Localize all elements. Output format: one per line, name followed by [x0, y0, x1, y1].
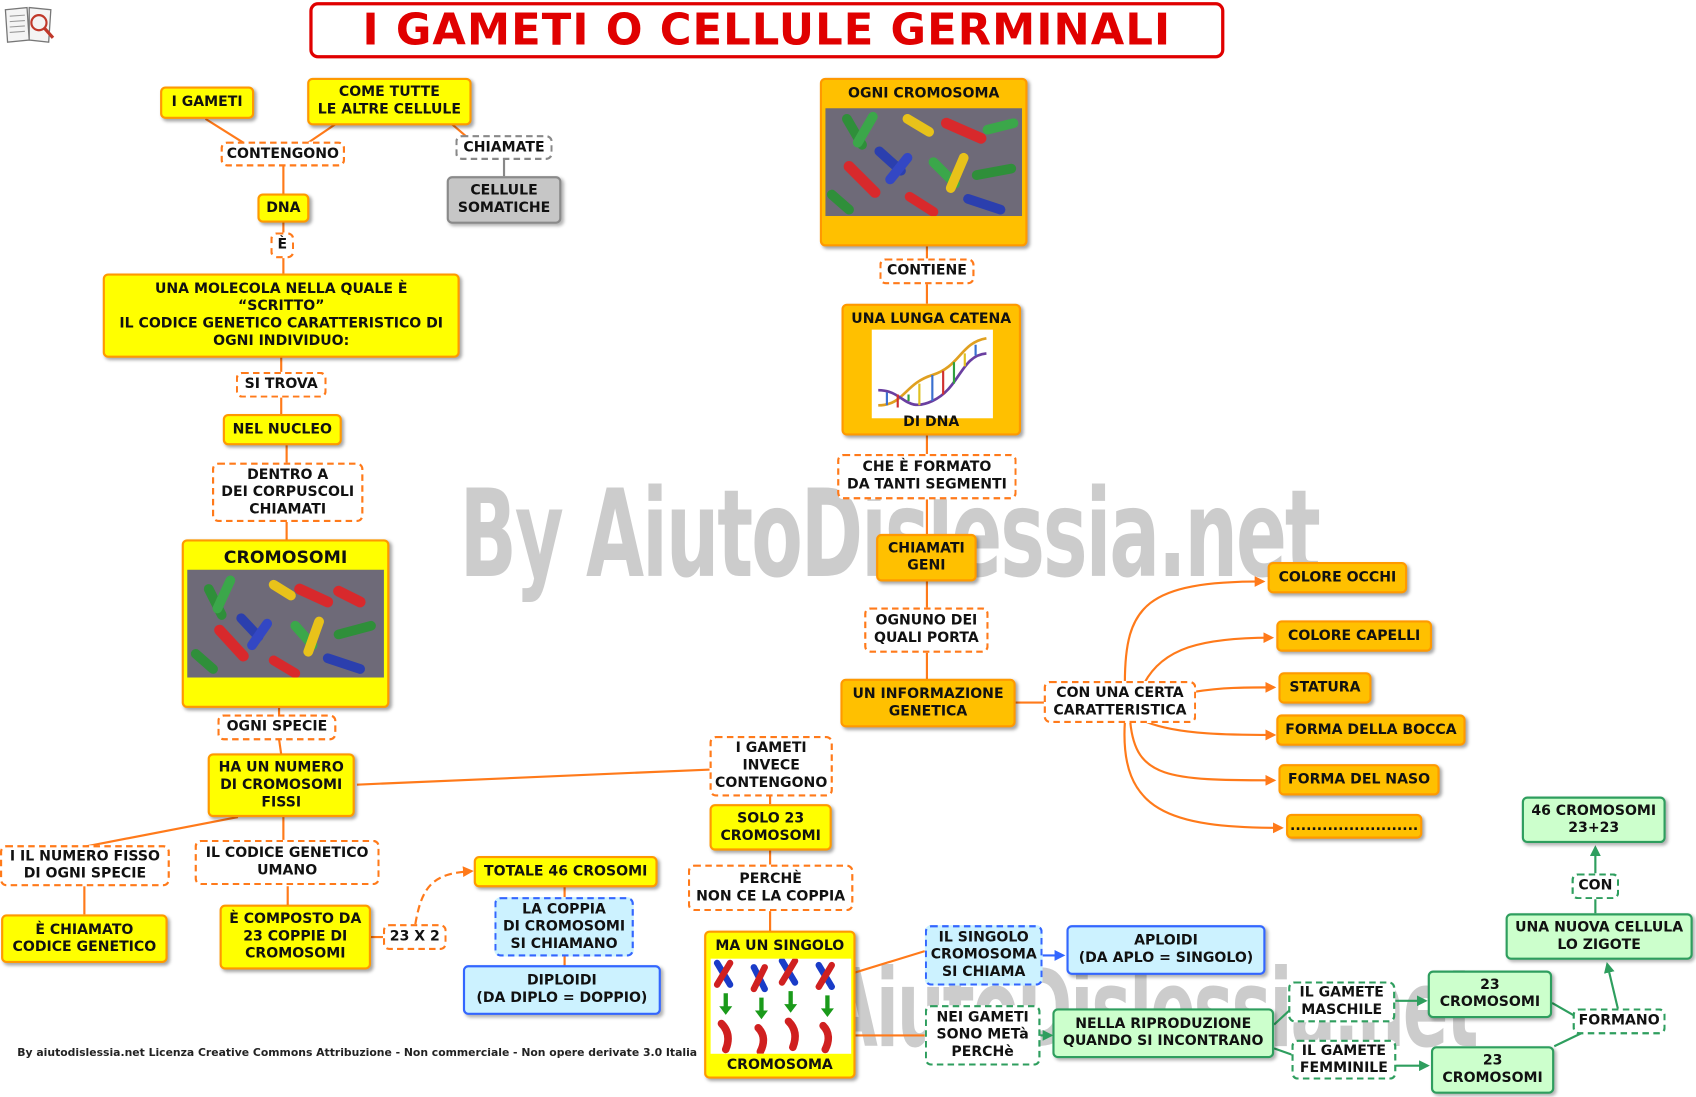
link-gamete-maschile: IL GAMETE MASCHILE: [1288, 981, 1396, 1023]
node-colore-occhi: COLORE OCCHI: [1267, 562, 1408, 594]
panel-cromosomi: CROMOSOMI: [181, 539, 390, 708]
node-aploidi: APLOIDI (DA APLO = SINGOLO): [1066, 925, 1266, 975]
node-forma-bocca: FORMA DELLA BOCCA: [1276, 714, 1466, 746]
panel-di-dna-label: DI DNA: [903, 413, 960, 431]
node-cellule-somatiche: CELLULE SOMATICHE: [446, 176, 562, 224]
panel-ogni-cromosoma-label: OGNI CROMOSOMA: [847, 85, 1000, 102]
chromosomes-image-2: [825, 108, 1023, 217]
node-23-cromosomi-b: 23 CROMOSOMI: [1430, 1046, 1555, 1094]
link-nei-gameti: NEI GAMETI SONO METà PERCHè: [924, 1005, 1041, 1066]
single-chromosome-image: [710, 958, 852, 1054]
node-statura: STATURA: [1278, 672, 1372, 704]
panel-cromosoma-label: CROMOSOMA: [726, 1057, 833, 1074]
panel-lunga-catena: UNA LUNGA CATENA: [841, 303, 1022, 436]
dna-helix-image: [871, 329, 993, 419]
footer-license: By aiutodislessia.net Licenza Creative C…: [17, 1047, 698, 1060]
node-puntini: ........................: [1286, 813, 1423, 839]
link-il-singolo: IL SINGOLO CROMOSOMA SI CHIAMA: [924, 925, 1043, 986]
link-chiamate: CHIAMATE: [455, 135, 553, 160]
link-dentro-a: DENTRO A DEI CORPUSCOLI CHIAMATI: [211, 462, 364, 523]
link-che-e-formato: CHE È FORMATO DA TANTI SEGMENTI: [837, 453, 1017, 500]
node-nel-nucleo: NEL NUCLEO: [222, 413, 342, 446]
link-con: CON: [1571, 873, 1620, 900]
link-formano: FORMANO: [1572, 1008, 1666, 1035]
panel-lunga-catena-label: UNA LUNGA CATENA: [851, 311, 1012, 328]
link-numero-fisso: I IL NUMERO FISSO DI OGNI SPECIE: [0, 845, 170, 887]
node-colore-capelli: COLORE CAPELLI: [1276, 620, 1433, 652]
link-ognuno-dei: OGNUNO DEI QUALI PORTA: [864, 607, 989, 653]
book-logo-icon: [3, 3, 55, 44]
node-solo-23: SOLO 23 CROMOSOMI: [709, 804, 832, 851]
panel-ma-un-singolo: MA UN SINGOLO: [704, 930, 856, 1079]
panel-cromosomi-label: CROMOSOMI: [223, 546, 348, 568]
page-title: I GAMETI O CELLULE GERMINALI: [309, 2, 1225, 59]
node-i-gameti: I GAMETI: [160, 86, 255, 119]
chromosomes-image: [187, 569, 384, 678]
node-e-chiamato: È CHIAMATO CODICE GENETICO: [1, 914, 168, 963]
link-23x2: 23 X 2: [382, 924, 447, 951]
node-ha-un-numero: HA UN NUMERO DI CROMOSOMI FISSI: [207, 753, 355, 818]
link-gamete-femminile: IL GAMETE FEMMINILE: [1291, 1039, 1397, 1080]
link-gameti-invece: I GAMETI INVECE CONTENGONO: [709, 736, 833, 797]
node-totale-46: TOTALE 46 CROSOMI: [473, 855, 658, 888]
link-contengono: CONTENGONO: [220, 141, 346, 167]
link-contiene: CONTIENE: [879, 258, 975, 285]
node-dna: DNA: [257, 193, 310, 223]
link-codice-umano: IL CODICE GENETICO UMANO: [194, 839, 380, 886]
link-la-coppia: LA COPPIA DI CROMOSOMI SI CHIAMANO: [494, 897, 634, 957]
link-con-certa: CON UNA CERTA CARATTERISTICA: [1043, 680, 1197, 724]
panel-ogni-cromosoma: OGNI CROMOSOMA: [819, 77, 1028, 247]
node-nuova-cellula: UNA NUOVA CELLULA LO ZIGOTE: [1505, 913, 1693, 960]
node-come-tutte: COME TUTTE LE ALTRE CELLULE: [307, 77, 472, 126]
node-forma-naso: FORMA DEL NASO: [1278, 764, 1440, 796]
node-molecola: UNA MOLECOLA NELLA QUALE È “SCRITTO” IL …: [102, 273, 460, 358]
node-informazione: UN INFORMAZIONE GENETICA: [840, 678, 1016, 728]
link-e: È: [270, 232, 295, 259]
link-perche: PERCHÈ NON CE LA COPPIA: [687, 864, 854, 912]
node-diploidi: DIPLOIDI (DA DIPLO = DOPPIO): [462, 965, 661, 1015]
node-riproduzione: NELLA RIPRODUZIONE QUANDO SI INCONTRANO: [1052, 1008, 1275, 1059]
node-23-cromosomi-a: 23 CROMOSOMI: [1427, 970, 1553, 1019]
node-e-composto: È COMPOSTO DA 23 COPPIE DI CROMOSOMI: [219, 904, 371, 970]
node-chiamati-geni: CHIAMATI GENI: [876, 533, 977, 582]
link-ogni-specie: OGNI SPECIE: [217, 714, 337, 741]
node-46-cromosomi: 46 CROMOSOMI 23+23: [1521, 796, 1666, 844]
panel-ma-un-singolo-label: MA UN SINGOLO: [715, 938, 845, 955]
link-si-trova: SI TROVA: [235, 371, 327, 398]
